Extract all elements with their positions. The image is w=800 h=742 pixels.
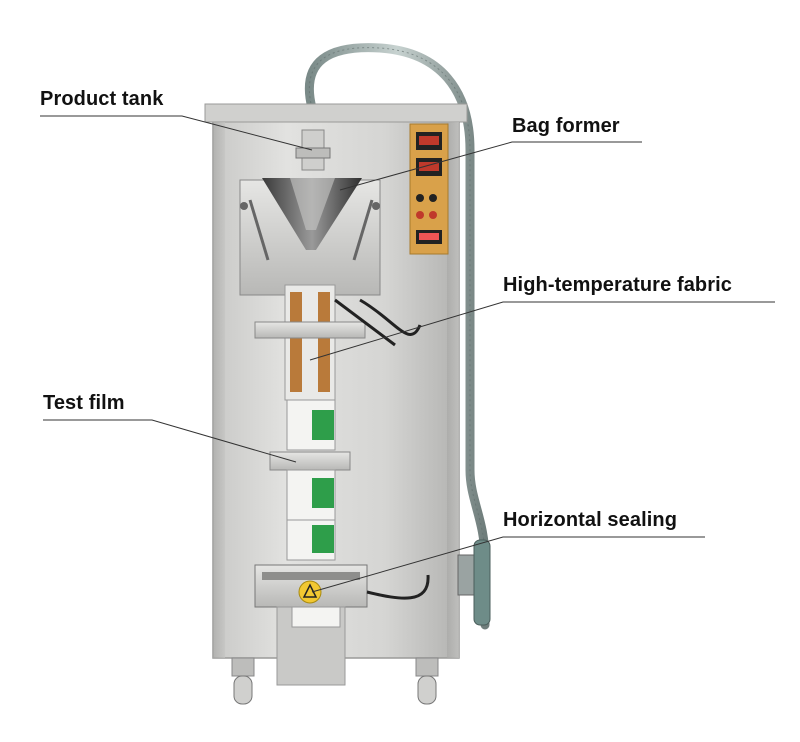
label-horizontal-sealing: Horizontal sealing (503, 509, 678, 531)
panel-button-red (416, 211, 424, 219)
leader-horizontal-sealing (311, 536, 705, 593)
leader-lines (40, 115, 775, 593)
label-product-tank: Product tank (40, 88, 164, 110)
leg-left (231, 657, 255, 677)
test-film-clamp (269, 451, 351, 471)
leader-high-temp-fabric (309, 301, 775, 361)
label-bag-former: Bag former (512, 115, 620, 137)
top-cover (204, 103, 468, 123)
leader-bag-former (339, 141, 642, 191)
label-high-temp-fabric: High-temperature fabric (503, 274, 733, 296)
high-temp-fabric-strip (290, 292, 302, 392)
fabric-clamp (254, 321, 366, 339)
leg-right (415, 657, 439, 677)
panel-knob (416, 194, 424, 202)
leader-product-tank (40, 115, 313, 151)
leader-test-film (43, 419, 297, 463)
label-test-film: Test film (43, 392, 125, 414)
